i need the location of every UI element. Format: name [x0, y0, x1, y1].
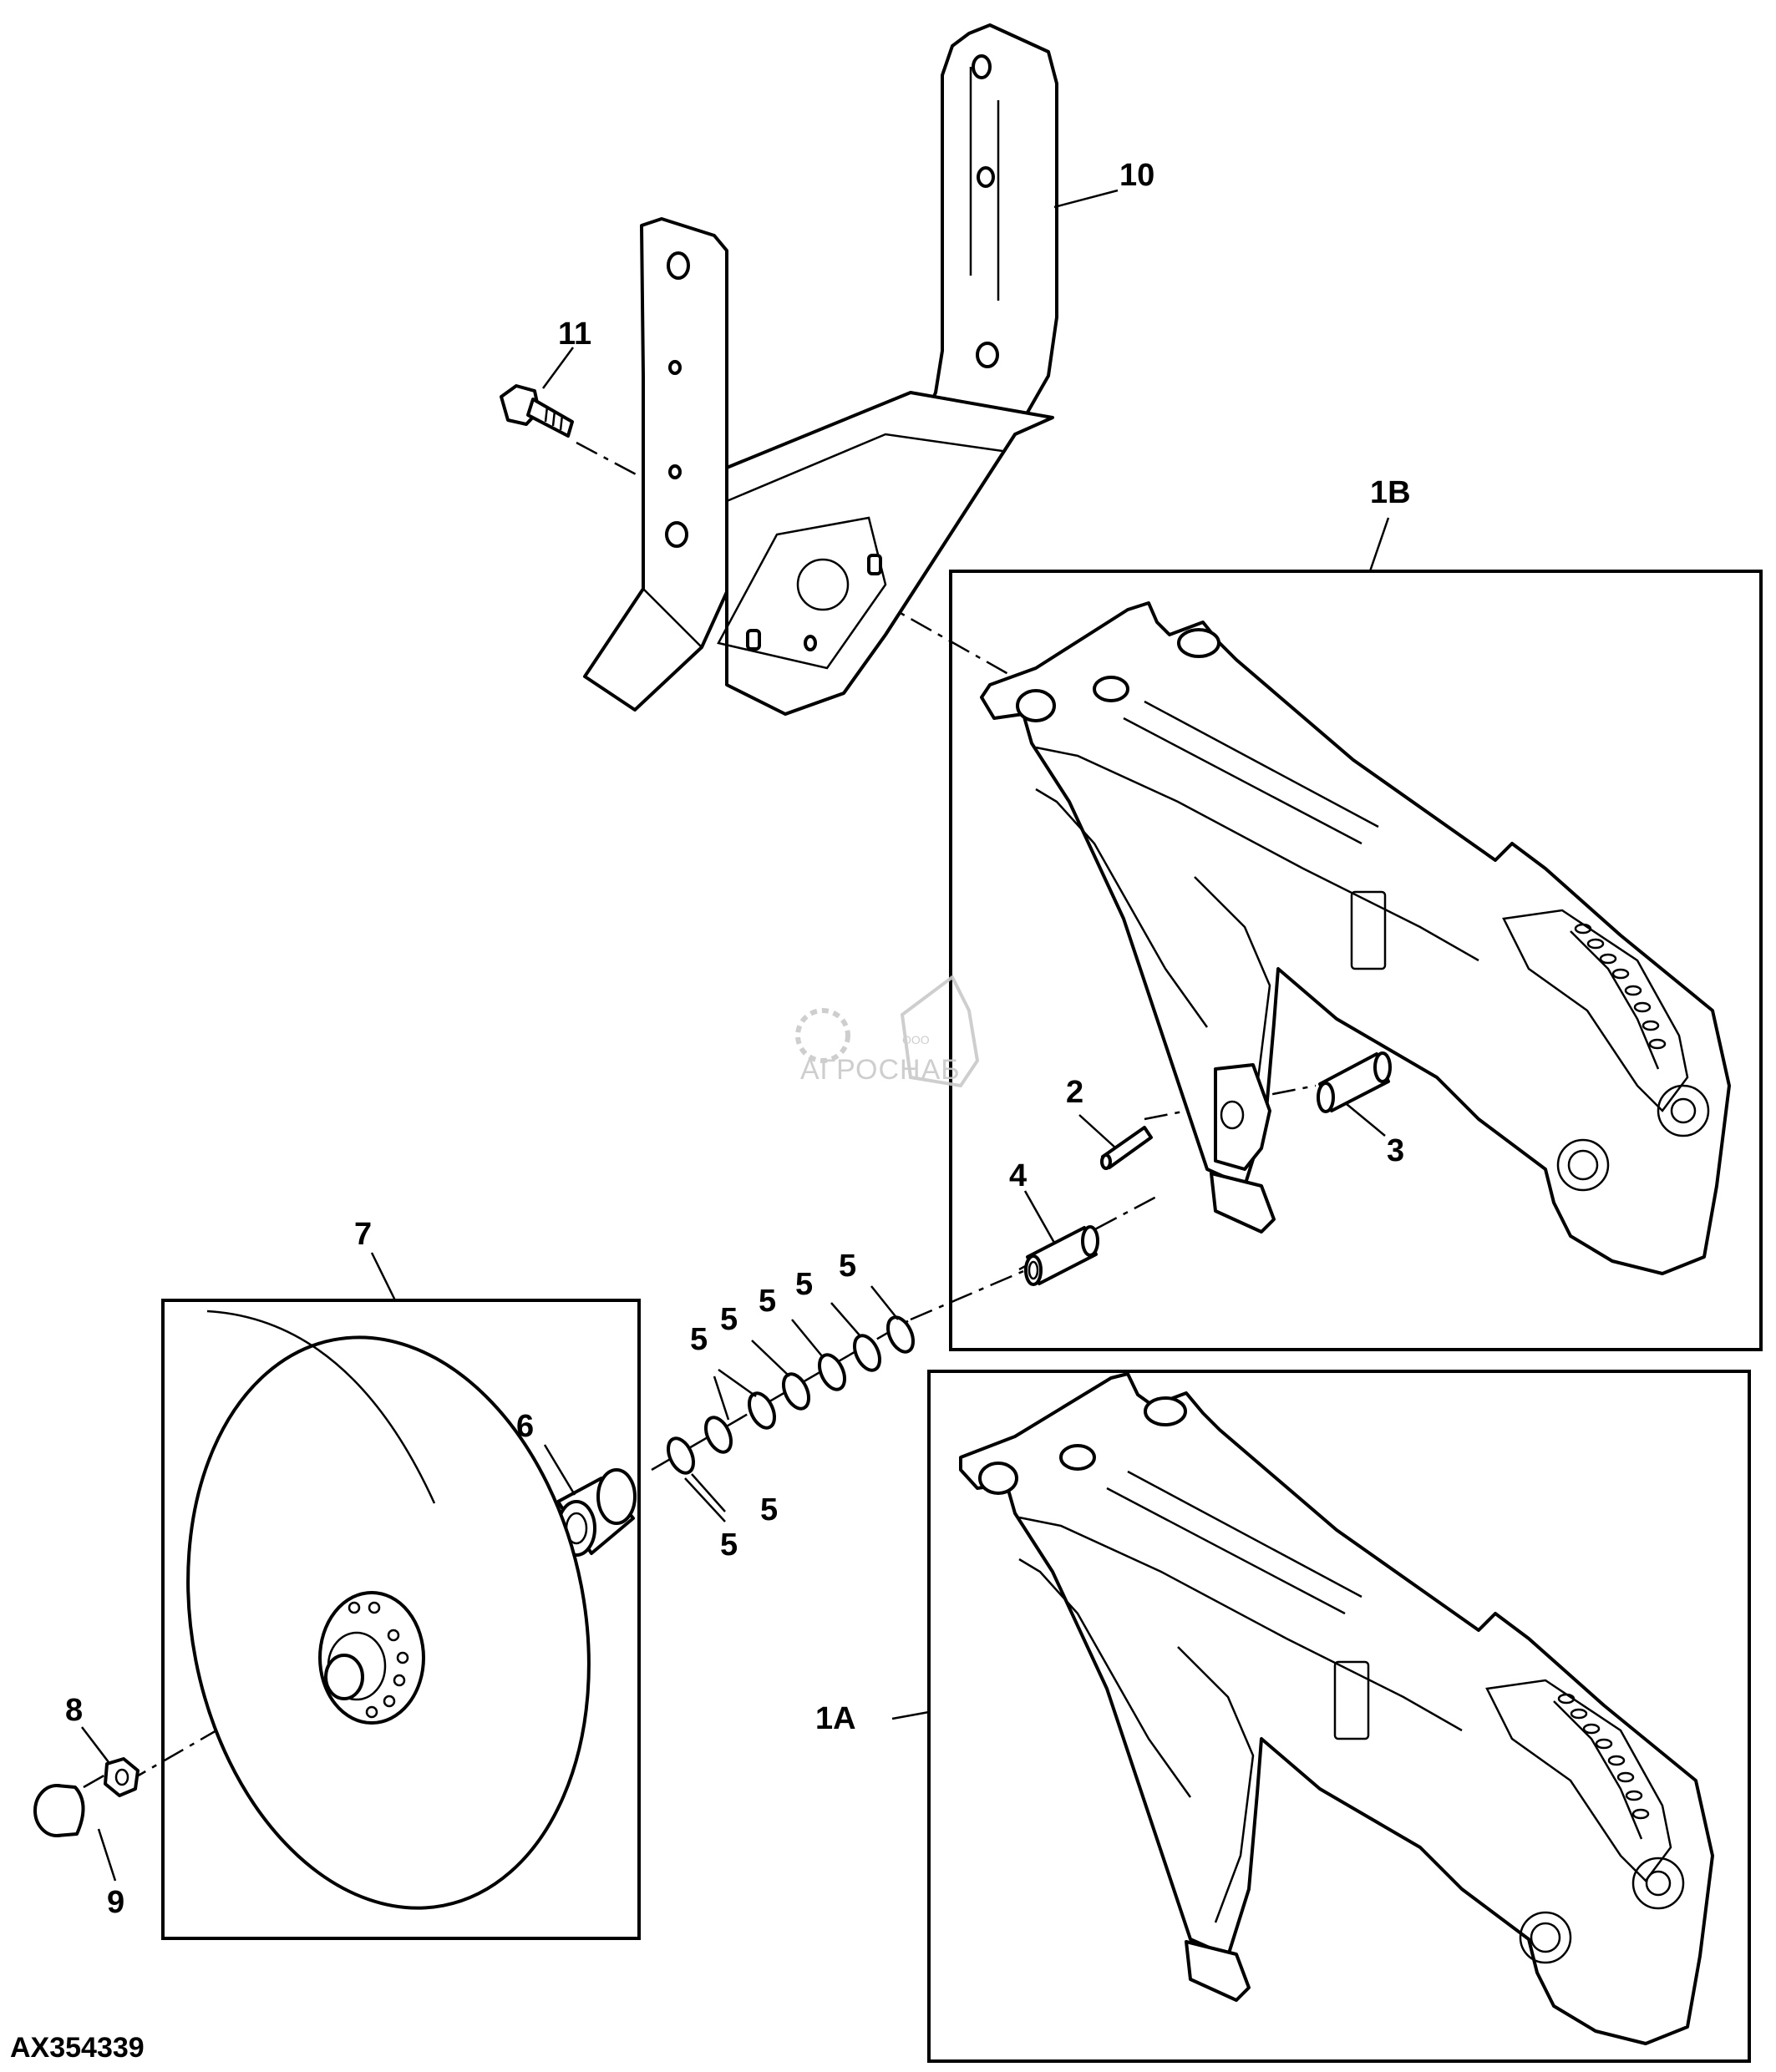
callout-5d: 5	[720, 1302, 738, 1337]
callout-10: 10	[1119, 158, 1154, 193]
callout-5e: 5	[690, 1322, 708, 1357]
callout-5b: 5	[795, 1267, 813, 1302]
hex-nut	[104, 1757, 140, 1797]
callout-5c: 5	[759, 1284, 776, 1319]
callouts: 10 11 1B 2 3 4 7 5 5 5 5 5 6 5 5 8 9 1A	[65, 158, 1411, 1920]
callout-5g: 5	[720, 1527, 738, 1563]
shim-washers	[666, 1315, 916, 1475]
leader-lines	[81, 189, 1390, 1882]
bushing-4	[1024, 1225, 1099, 1286]
watermark-logo: ООО АГРОСНАБ	[795, 974, 980, 1088]
disc-hub	[318, 1591, 425, 1725]
arm-assembly-1B	[949, 570, 1763, 1351]
callout-5a: 5	[839, 1249, 856, 1284]
arm-1A-spring-slots	[1557, 1693, 1650, 1820]
arm-assembly-1A	[927, 1370, 1751, 2063]
callout-7: 7	[354, 1217, 372, 1252]
watermark-name: АГРОСНАБ	[800, 1054, 961, 1086]
callout-5f: 5	[760, 1492, 778, 1527]
dust-cap	[33, 1784, 85, 1837]
callout-9: 9	[107, 1885, 124, 1920]
callout-11: 11	[558, 317, 591, 352]
callout-1B: 1B	[1370, 475, 1411, 510]
callout-2: 2	[1066, 1075, 1083, 1110]
callout-4: 4	[1009, 1158, 1027, 1193]
watermark-prefix: ООО	[902, 1033, 930, 1046]
bushing-3	[1317, 1051, 1392, 1113]
callout-8: 8	[65, 1693, 83, 1728]
callout-3: 3	[1387, 1133, 1404, 1168]
figure-id: AX354339	[10, 2032, 145, 2064]
bolt	[500, 384, 574, 438]
mounting-bracket	[583, 23, 1058, 716]
callout-1A: 1A	[815, 1701, 856, 1736]
disc-blade-assembly	[161, 1299, 641, 1940]
roll-pin	[1100, 1126, 1153, 1170]
arm-1B-spring-slots	[1574, 923, 1667, 1050]
callout-6: 6	[516, 1409, 534, 1444]
